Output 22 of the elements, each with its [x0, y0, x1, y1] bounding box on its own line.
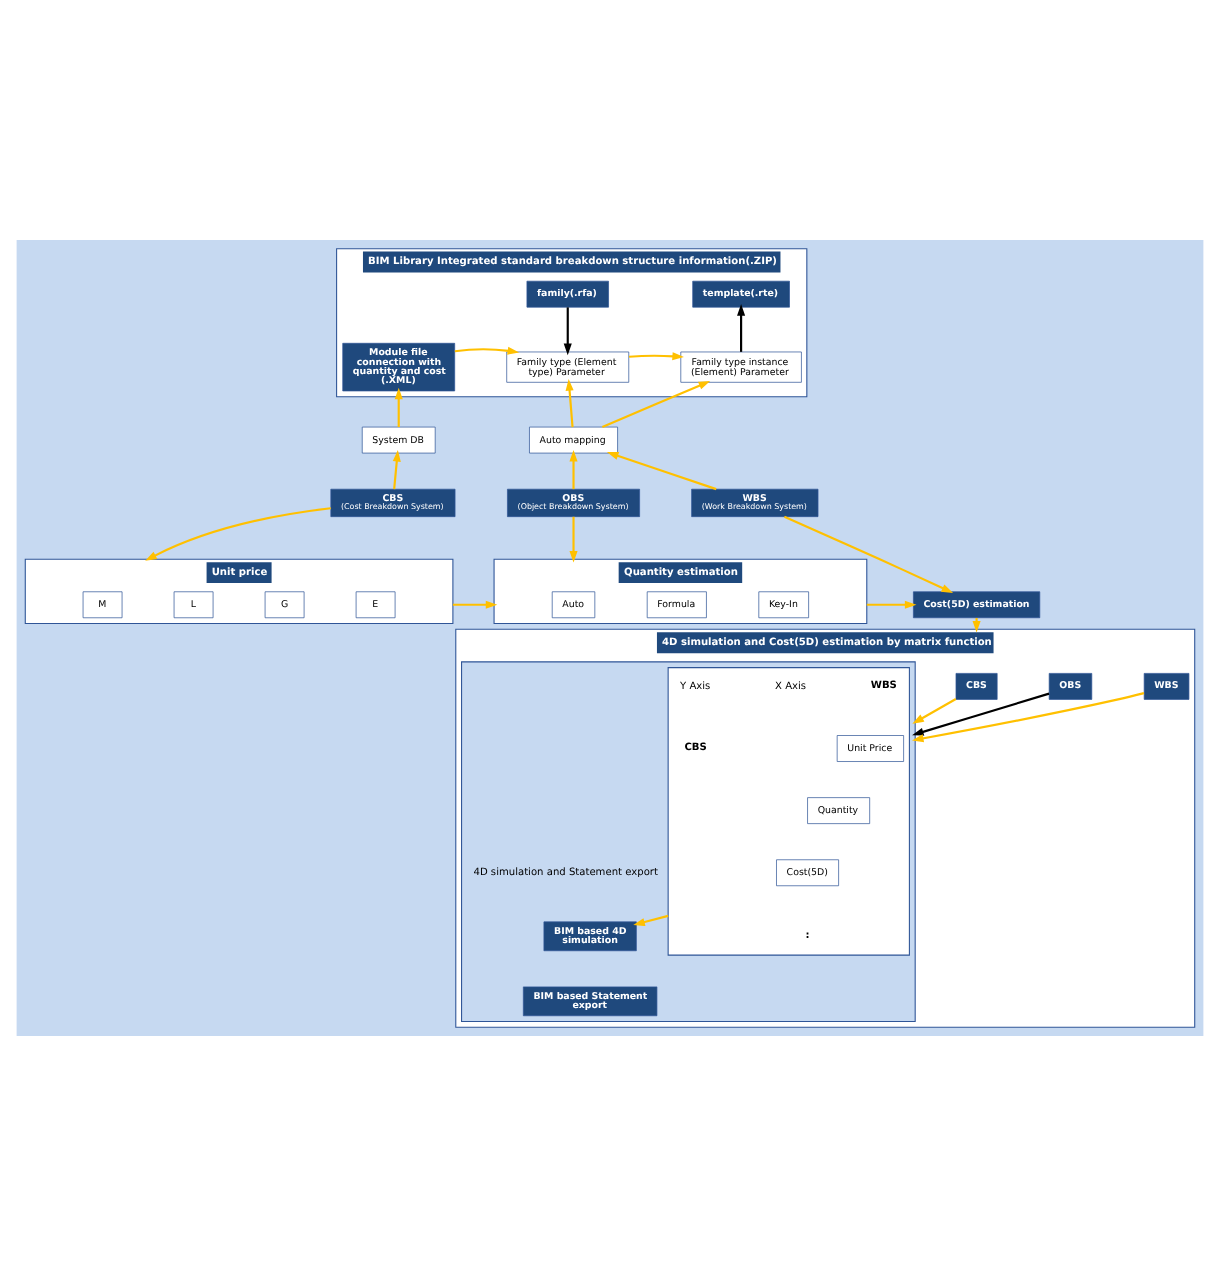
arrow — [912, 698, 957, 724]
arrow — [912, 692, 1050, 736]
arrow — [452, 600, 498, 609]
arrow — [601, 381, 711, 429]
arrow — [563, 307, 572, 356]
arrow — [392, 449, 401, 490]
arrow — [145, 507, 331, 561]
arrow — [565, 379, 574, 428]
arrow — [569, 516, 578, 563]
arrow — [606, 451, 717, 491]
arrow — [569, 449, 578, 490]
arrow — [911, 692, 1145, 743]
arrow — [394, 387, 403, 428]
arrow — [866, 600, 917, 609]
cluster — [667, 667, 910, 956]
arrow — [633, 914, 669, 926]
arrow — [454, 346, 520, 355]
cluster — [461, 661, 916, 1023]
arrow — [628, 352, 684, 361]
arrow — [972, 618, 981, 633]
arrow — [784, 515, 954, 594]
arrow — [737, 304, 746, 352]
